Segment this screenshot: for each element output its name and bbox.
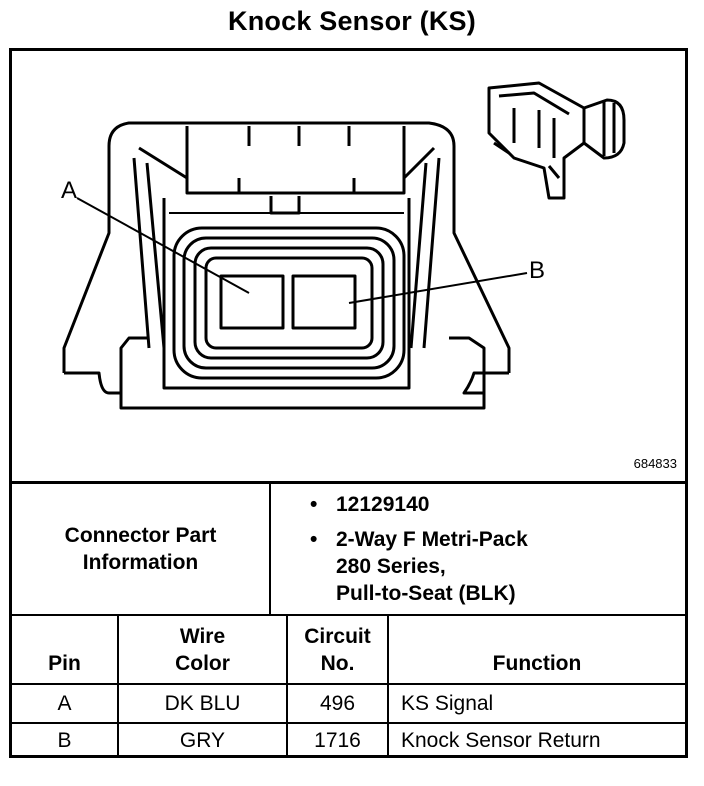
connector-description-line1: 2-Way F Metri-Pack (336, 528, 528, 551)
divider-circuit-col (387, 616, 389, 758)
header-pin: Pin (48, 652, 81, 675)
divider-wire-col (286, 616, 288, 758)
divider-row-a-b (9, 722, 688, 724)
table-row-a-function: KS Signal (401, 691, 494, 715)
connector-isometric-icon (487, 81, 626, 200)
table-row-b-circuit: 1716 (314, 729, 361, 752)
leader-line-b (348, 272, 528, 304)
table-row-a-pin: A (57, 691, 72, 715)
table-row-b-pin: B (57, 729, 72, 752)
connector-seal (172, 226, 406, 380)
connector-info-label-line1: Connector Part (64, 524, 217, 547)
callout-b: B (529, 257, 545, 284)
list-item: • 2-Way F Metri-Pack 280 Series, Pull-to… (310, 526, 528, 607)
header-circuit-no: Circuit No. (304, 624, 371, 675)
divider-info-header (9, 614, 688, 616)
leader-line-a (76, 197, 250, 294)
divider-pin-col (117, 616, 119, 758)
divider-info-column (269, 484, 271, 615)
part-number: 12129140 (336, 493, 430, 516)
header-wire-color: Wire Color (175, 624, 230, 675)
connector-info-label: Connector Part Information (12, 484, 269, 614)
connector-info-label-line2: Information (82, 551, 199, 574)
connector-housing (62, 121, 511, 410)
connector-description-line3: Pull-to-Seat (BLK) (336, 582, 516, 605)
terminal-cavity-a (219, 274, 285, 330)
connector-info-values: • 12129140 • 2-Way F Metri-Pack 280 Seri… (310, 491, 528, 607)
terminal-cavity-b (291, 274, 357, 330)
bullet-icon: • (310, 493, 318, 516)
figure-number: 684833 (633, 456, 677, 471)
list-item: • 12129140 (310, 491, 528, 518)
header-function: Function (492, 652, 582, 675)
callout-a: A (61, 177, 77, 204)
divider-diagram-table (9, 481, 688, 484)
table-row-b-function: Knock Sensor Return (401, 729, 601, 752)
table-row-a-wire-color: DK BLU (164, 691, 241, 715)
figure-frame (9, 48, 688, 758)
table-row-a-circuit: 496 (319, 691, 356, 715)
connector-description-line2: 280 Series, (336, 555, 446, 578)
table-row-b-wire-color: GRY (179, 729, 226, 752)
bullet-icon: • (310, 528, 318, 551)
connector-diagram: A B (61, 81, 626, 410)
divider-header-rows (9, 683, 688, 685)
page-title: Knock Sensor (KS) (228, 6, 476, 36)
